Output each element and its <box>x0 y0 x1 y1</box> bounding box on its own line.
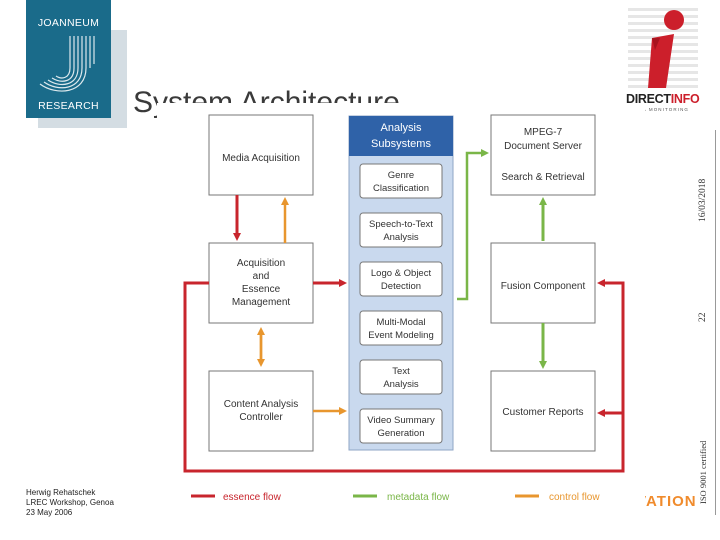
directinfo-name-b: INFO <box>670 92 700 106</box>
acquisition-label-4: Management <box>232 297 291 308</box>
subsystem-video-summary <box>359 408 443 444</box>
subsystem-text <box>359 359 443 395</box>
mpeg7-label-3: Search & Retrieval <box>501 172 584 183</box>
legend-metadata-label: metadata flow <box>387 492 450 503</box>
directinfo-logo-icon <box>628 8 698 88</box>
subsystem-genre <box>359 163 443 199</box>
essence-loop-to-fusion <box>183 279 625 473</box>
subsystem-logo-l1: Logo & Object <box>371 268 432 279</box>
joanneum-mark-icon <box>39 36 95 92</box>
mpeg7-label-1: MPEG-7 <box>524 127 563 138</box>
legend-essence-label: essence flow <box>223 492 282 503</box>
controller-label-2: Controller <box>239 412 283 423</box>
subsystem-items: Genre Classification Speech-to-Text Anal… <box>359 163 443 444</box>
legend: essence flow metadata flow control flow <box>191 492 600 503</box>
subsystem-text-l2: Analysis <box>383 379 419 390</box>
logo-text-bottom: RESEARCH <box>38 100 99 112</box>
logo-shadow <box>38 118 127 128</box>
mpeg7-document-server-box <box>490 114 596 196</box>
subsystem-text-l1: Text <box>392 366 410 377</box>
directinfo-name: DIRECTINFO <box>626 92 700 106</box>
subsystem-logo <box>359 261 443 297</box>
subsystem-speech-l2: Analysis <box>383 232 419 243</box>
architecture-diagram: Media Acquisition Acquisition and Essenc… <box>157 103 645 515</box>
subsystem-multimodal-l2: Event Modeling <box>368 330 433 341</box>
acquisition-label-3: Essence <box>242 284 281 295</box>
author-name: Herwig Rehatschek <box>26 488 96 497</box>
logo-text-top: JOANNEUM <box>37 17 100 29</box>
customer-reports-box <box>490 370 596 452</box>
directinfo-subtitle: MEDIA MONITORING <box>627 107 690 112</box>
sidebar-divider <box>715 130 716 515</box>
subsystem-genre-l2: Classification <box>373 183 429 194</box>
author-date: 23 May 2006 <box>26 508 73 517</box>
reports-label: Customer Reports <box>502 407 583 418</box>
subsystem-multimodal-l1: Multi-Modal <box>376 317 425 328</box>
diagram-canvas: Media Acquisition Acquisition and Essenc… <box>183 114 625 503</box>
subsystem-multimodal <box>359 310 443 346</box>
controller-label-1: Content Analysis <box>224 399 299 410</box>
mpeg7-label-2: Document Server <box>504 141 582 152</box>
media-acquisition-label: Media Acquisition <box>222 153 300 164</box>
fusion-component-box <box>490 242 596 324</box>
subsystem-speech <box>359 212 443 248</box>
media-acquisition-box <box>208 114 314 196</box>
logo-shadow <box>111 30 127 128</box>
acquisition-label-1: Acquisition <box>237 258 285 269</box>
subsystem-video-l1: Video Summary <box>367 415 435 426</box>
subsystems-header-2: Subsystems <box>371 138 431 150</box>
acquisition-management-box <box>208 242 314 324</box>
subsystem-video-l2: Generation <box>377 428 424 439</box>
author-event: LREC Workshop, Genoa <box>26 498 114 507</box>
acquisition-label-2: and <box>253 271 270 282</box>
fusion-label: Fusion Component <box>501 281 586 292</box>
subsystems-header-1: Analysis <box>381 122 422 134</box>
author-block: Herwig Rehatschek LREC Workshop, Genoa 2… <box>26 488 114 518</box>
legend-control-label: control flow <box>549 492 600 503</box>
slide-date: 16/03/2018 <box>698 178 708 222</box>
joanneum-research-logo: JOANNEUM RESEARCH <box>26 0 111 118</box>
content-analysis-controller-box <box>208 370 314 452</box>
metadata-arrow-subsystems-to-mpeg7 <box>461 149 489 301</box>
subsystem-logo-l2: Detection <box>381 281 421 292</box>
analysis-subsystems-header <box>349 116 453 156</box>
slide-number: 22 <box>698 312 708 323</box>
subsystem-genre-l1: Genre <box>388 170 414 181</box>
directinfo-name-a: DIRECT <box>626 92 671 106</box>
subsystem-speech-l1: Speech-to-Text <box>369 219 433 230</box>
